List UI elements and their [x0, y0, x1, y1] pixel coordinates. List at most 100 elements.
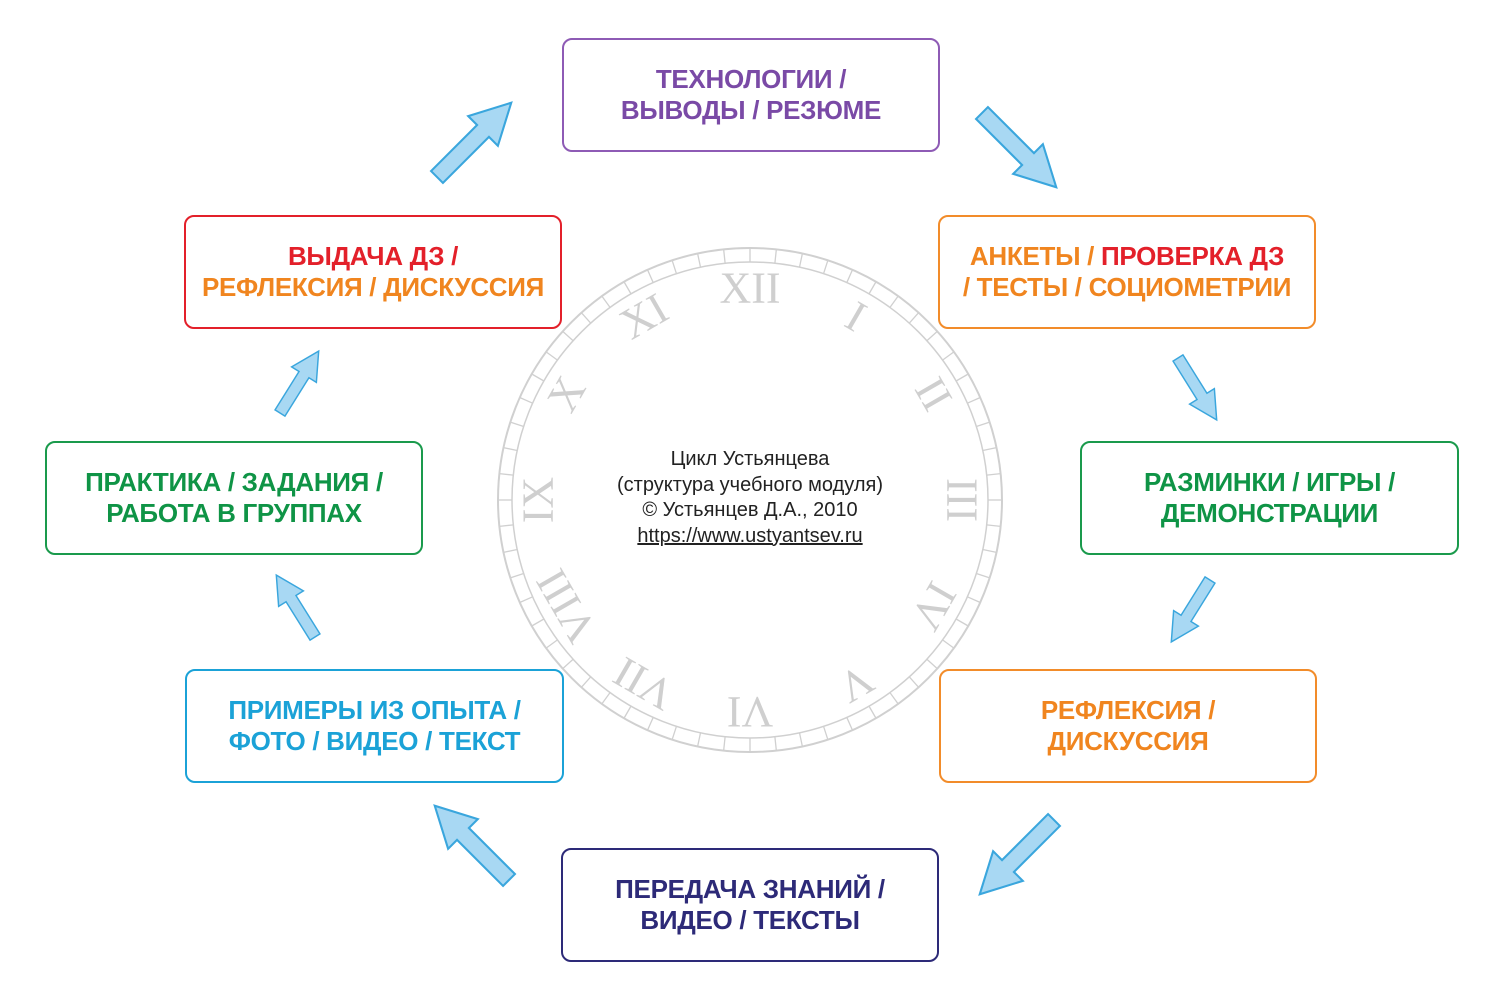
box-line: ФОТО / ВИДЕО / ТЕКСТ: [228, 726, 521, 756]
clock-tick: [671, 260, 678, 274]
clock-tick: [503, 548, 518, 554]
box-line: РАБОТА В ГРУППАХ: [106, 498, 362, 528]
clock-tick: [889, 692, 899, 705]
clock-numeral: VI: [727, 688, 773, 737]
box-reflection: РЕФЛЕКСИЯ / ДИСКУССИЯ: [939, 669, 1317, 783]
box-line: РЕФЛЕКСИЯ /: [1040, 695, 1216, 725]
arrow-l3-to-l2: [263, 566, 329, 646]
box-surveys: АНКЕТЫ / ПРОВЕРКА ДЗ / ТЕСТЫ / СОЦИОМЕТР…: [938, 215, 1316, 329]
clock-numeral: VII: [605, 647, 682, 720]
text-homework-check: ПРОВЕРКА ДЗ: [1101, 241, 1285, 271]
box-technologies: ТЕХНОЛОГИИ / ВЫВОДЫ / РЕЗЮМЕ: [562, 38, 940, 152]
caption-link[interactable]: https://www.ustyantsev.ru: [637, 524, 863, 547]
arrow-l2-to-l1: [266, 342, 332, 422]
clock-tick: [623, 281, 632, 295]
clock-numeral: V: [830, 654, 882, 712]
box-line: ТЕХНОЛОГИИ /: [655, 64, 847, 94]
clock-tick: [723, 736, 726, 751]
clock-tick: [545, 351, 558, 361]
clock-tick: [562, 658, 574, 670]
clock-numeral: IV: [901, 574, 967, 639]
clock-tick: [868, 281, 877, 295]
clock-tick: [696, 253, 702, 268]
clock-tick: [646, 269, 654, 283]
clock-tick: [723, 249, 726, 264]
clock-tick: [976, 572, 990, 579]
clock-tick: [503, 446, 518, 452]
caption-subtitle: (структура учебного модуля): [617, 473, 883, 496]
arrow-r1-to-r2: [1164, 349, 1230, 429]
clock-tick: [623, 705, 632, 719]
clock-tick: [798, 732, 804, 747]
clock-tick: [889, 295, 899, 308]
clock-tick: [926, 330, 938, 342]
box-line: РАЗМИНКИ / ИГРЫ /: [1143, 467, 1396, 497]
clock-numeral: XI: [612, 284, 677, 350]
clock-tick: [798, 253, 804, 268]
clock-tick: [601, 692, 611, 705]
arrow-top-to-r1: [966, 97, 1073, 204]
clock-tick: [531, 373, 545, 382]
clock-tick: [982, 548, 997, 554]
clock-numeral: X: [537, 368, 595, 420]
clock-tick: [986, 473, 1001, 476]
arrow-to-top: [421, 86, 528, 193]
box-line: / ТЕСТЫ / СОЦИОМЕТРИИ: [962, 272, 1292, 303]
clock-tick: [545, 639, 558, 649]
box-line: ПЕРЕДАЧА ЗНАНИЙ /: [615, 874, 885, 904]
clock-tick: [531, 618, 545, 627]
clock-tick: [955, 373, 969, 382]
box-practice: ПРАКТИКА / ЗАДАНИЯ / РАБОТА В ГРУППАХ: [45, 441, 423, 555]
clock-tick: [519, 596, 533, 604]
clock-tick: [646, 717, 654, 731]
clock-tick: [982, 446, 997, 452]
box-line: ПРАКТИКА / ЗАДАНИЯ /: [85, 467, 383, 497]
clock-tick: [955, 618, 969, 627]
box-examples: ПРИМЕРЫ ИЗ ОПЫТА / ФОТО / ВИДЕО / ТЕКСТ: [185, 669, 564, 783]
clock-tick: [580, 676, 592, 688]
box-warmups: РАЗМИНКИ / ИГРЫ / ДЕМОНСТРАЦИИ: [1080, 441, 1459, 555]
arrow-r3-to-bottom: [963, 804, 1070, 911]
arrow-r2-to-r3: [1158, 571, 1224, 651]
clock-tick: [671, 726, 678, 740]
clock-ticks: [498, 248, 1002, 752]
caption-copyright: © Устьянцев Д.А., 2010: [642, 499, 858, 521]
clock-tick: [967, 596, 981, 604]
clock-tick: [774, 249, 777, 264]
clock-tick: [562, 330, 574, 342]
box-line: РЕФЛЕКСИЯ / ДИСКУССИЯ: [201, 272, 545, 302]
clock-tick: [908, 312, 920, 324]
clock-tick: [942, 639, 955, 649]
clock-tick: [926, 658, 938, 670]
text-sociometry: СОЦИОМЕТРИИ: [1088, 272, 1292, 302]
clock-tick: [908, 676, 920, 688]
clock-tick: [822, 260, 829, 274]
clock-tick: [967, 396, 981, 404]
clock-numeral: XII: [719, 264, 780, 313]
clock-tick: [976, 421, 990, 428]
clock-tick: [774, 736, 777, 751]
box-line: ВИДЕО / ТЕКСТЫ: [640, 905, 860, 935]
clock-tick: [696, 732, 702, 747]
clock-numeral: IX: [514, 477, 563, 523]
clock-tick: [868, 705, 877, 719]
clock-tick: [822, 726, 829, 740]
box-line: АНКЕТЫ / ПРОВЕРКА ДЗ: [970, 241, 1284, 272]
center-caption: Цикл Устьянцева (структура учебного моду…: [560, 447, 940, 549]
box-line: ПРИМЕРЫ ИЗ ОПЫТА /: [228, 695, 521, 725]
clock-tick: [846, 717, 854, 731]
clock-tick: [942, 351, 955, 361]
text-tests: / ТЕСТЫ /: [962, 272, 1089, 302]
clock-tick: [510, 421, 524, 428]
clock-tick: [846, 269, 854, 283]
clock-tick: [499, 524, 514, 527]
clock-tick: [499, 473, 514, 476]
box-line: ВЫВОДЫ / РЕЗЮМЕ: [620, 95, 882, 125]
clock-tick: [510, 572, 524, 579]
clock-numeral: III: [938, 478, 987, 522]
box-line: ВЫДАЧА ДЗ /: [287, 241, 459, 271]
text-surveys: АНКЕТЫ /: [969, 241, 1101, 271]
box-knowledge-transfer: ПЕРЕДАЧА ЗНАНИЙ / ВИДЕО / ТЕКСТЫ: [561, 848, 939, 962]
box-homework: ВЫДАЧА ДЗ / РЕФЛЕКСИЯ / ДИСКУССИЯ: [184, 215, 562, 329]
arrow-bottom-to-l3: [418, 789, 525, 896]
